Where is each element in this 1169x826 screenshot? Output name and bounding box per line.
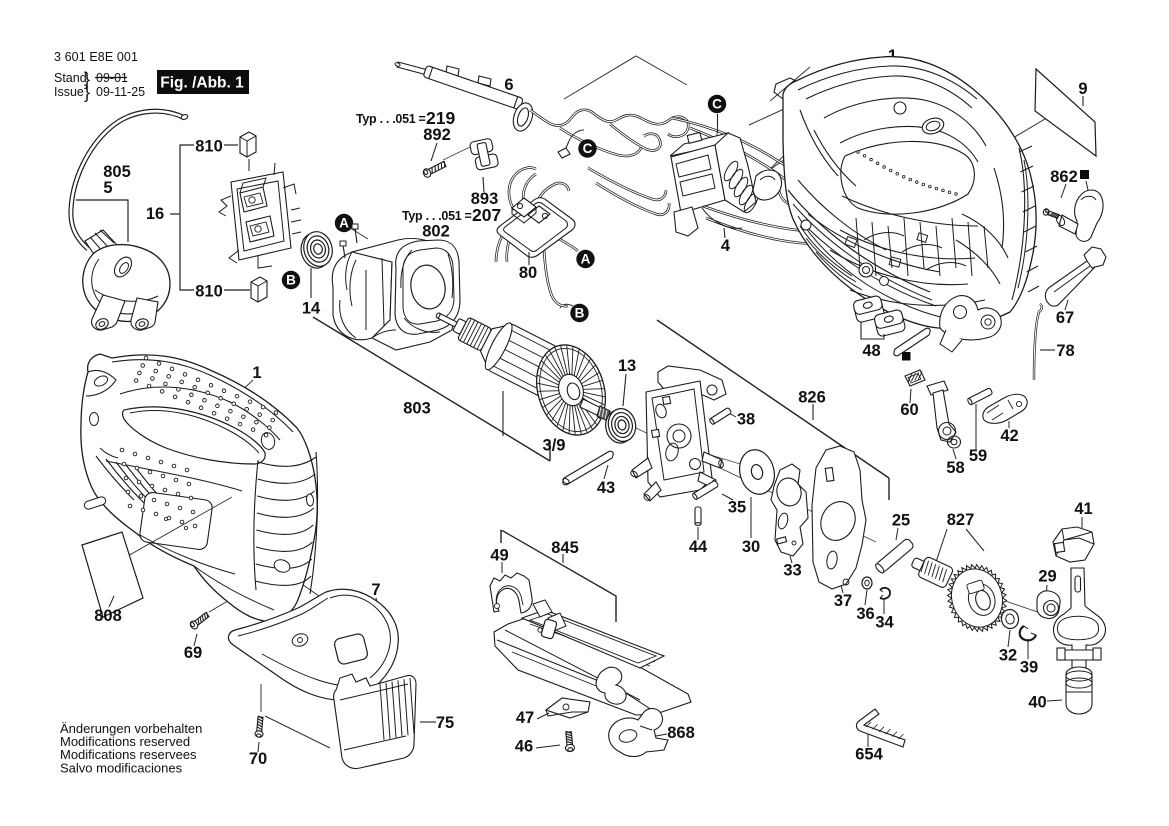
svg-text:48: 48	[862, 342, 880, 360]
svg-text:70: 70	[249, 750, 267, 768]
svg-text:654: 654	[855, 746, 883, 764]
svg-text:3 601 E8E 001: 3 601 E8E 001	[54, 50, 138, 64]
svg-text:32: 32	[999, 647, 1017, 665]
svg-text:34: 34	[875, 614, 894, 632]
svg-text:9: 9	[1078, 80, 1087, 98]
svg-text:Typ . . .051 =: Typ . . .051 =	[402, 209, 472, 223]
svg-text:893: 893	[471, 190, 499, 208]
svg-text:}: }	[84, 69, 90, 89]
svg-text:59: 59	[969, 447, 987, 465]
svg-text:862: 862	[1050, 168, 1078, 186]
svg-text:13: 13	[618, 357, 636, 375]
svg-text:30: 30	[742, 538, 760, 556]
svg-text:1: 1	[252, 364, 261, 382]
svg-text:29: 29	[1038, 568, 1056, 586]
svg-text:7: 7	[371, 581, 380, 599]
svg-text:46: 46	[515, 738, 533, 756]
svg-text:25: 25	[892, 512, 910, 530]
svg-text:60: 60	[900, 401, 918, 419]
svg-text:219: 219	[426, 108, 455, 128]
svg-text:47: 47	[516, 709, 534, 727]
svg-text:803: 803	[403, 400, 431, 418]
svg-text:Stand: Stand	[54, 71, 87, 85]
svg-text:16: 16	[146, 205, 164, 223]
svg-text:5: 5	[103, 179, 112, 197]
svg-text:78: 78	[1056, 342, 1074, 360]
svg-text:}: }	[84, 82, 90, 102]
svg-text:A: A	[339, 216, 349, 231]
svg-text:58: 58	[946, 459, 964, 477]
svg-text:80: 80	[519, 264, 537, 282]
svg-text:67: 67	[1056, 309, 1074, 327]
svg-text:207: 207	[472, 205, 501, 225]
svg-text:810: 810	[195, 283, 223, 301]
svg-text:38: 38	[737, 411, 755, 429]
svg-text:C: C	[583, 141, 593, 156]
svg-text:14: 14	[302, 300, 321, 318]
svg-text:69: 69	[184, 644, 202, 662]
svg-text:39: 39	[1020, 659, 1038, 677]
svg-text:B: B	[575, 306, 585, 321]
svg-text:35: 35	[728, 499, 746, 517]
svg-text:09-11-25: 09-11-25	[96, 85, 145, 99]
svg-text:3/9: 3/9	[543, 437, 566, 455]
svg-text:6: 6	[504, 76, 513, 94]
svg-text:Modifications reservees: Modifications reservees	[60, 747, 197, 762]
svg-text:43: 43	[597, 479, 615, 497]
svg-text:810: 810	[195, 138, 223, 156]
svg-text:Fig. /Abb. 1: Fig. /Abb. 1	[160, 75, 244, 92]
svg-text:Salvo modificaciones: Salvo modificaciones	[60, 760, 183, 775]
svg-text:42: 42	[1000, 427, 1018, 445]
svg-text:Modifications reserved: Modifications reserved	[60, 734, 190, 749]
svg-text:C: C	[712, 97, 722, 112]
svg-text:37: 37	[834, 592, 852, 610]
svg-text:Änderungen vorbehalten: Änderungen vorbehalten	[60, 721, 202, 736]
svg-text:Issue: Issue	[54, 85, 84, 99]
svg-text:75: 75	[436, 714, 454, 732]
svg-text:845: 845	[551, 539, 579, 557]
svg-text:868: 868	[667, 724, 695, 742]
svg-text:B: B	[286, 273, 296, 288]
svg-text:44: 44	[689, 538, 708, 556]
svg-text:40: 40	[1028, 694, 1046, 712]
svg-text:41: 41	[1074, 500, 1092, 518]
svg-text:36: 36	[856, 605, 874, 623]
svg-text:A: A	[581, 252, 591, 267]
svg-text:827: 827	[947, 511, 975, 529]
svg-text:Typ . . .051 =: Typ . . .051 =	[356, 112, 426, 126]
svg-text:826: 826	[798, 389, 826, 407]
svg-text:4: 4	[721, 237, 731, 255]
svg-text:49: 49	[490, 547, 508, 565]
svg-text:808: 808	[94, 607, 122, 625]
svg-text:802: 802	[422, 223, 450, 241]
svg-text:892: 892	[423, 126, 451, 144]
svg-text:33: 33	[783, 562, 801, 580]
svg-text:805: 805	[103, 163, 131, 181]
